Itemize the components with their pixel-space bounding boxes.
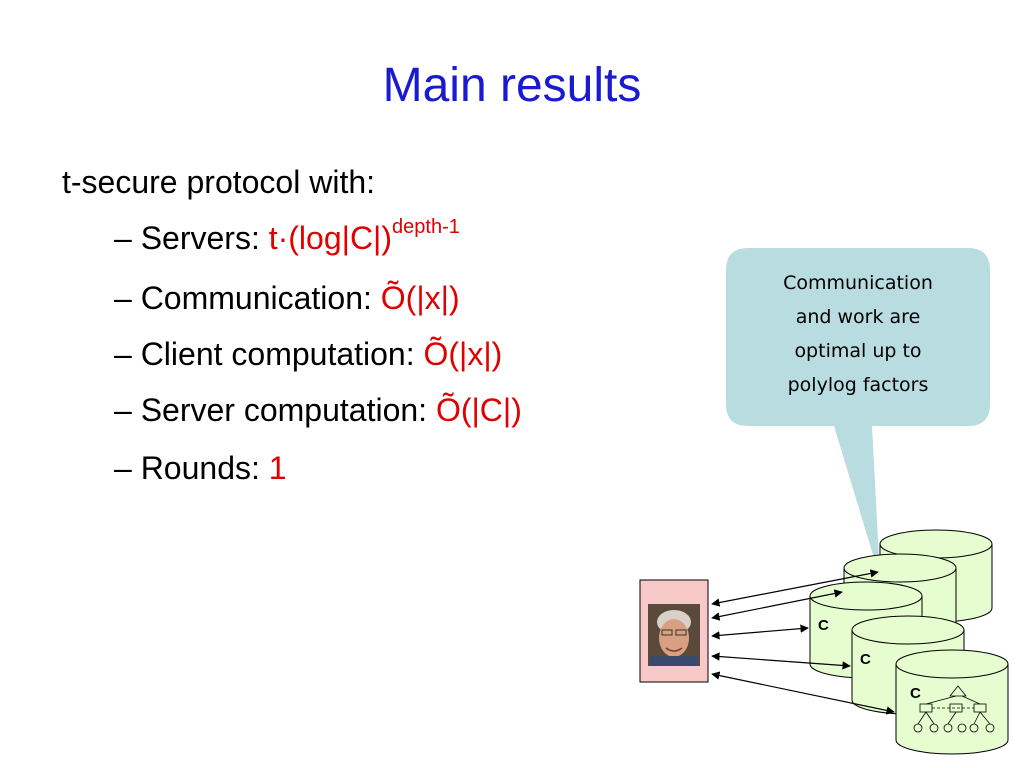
server-label: C xyxy=(818,617,829,634)
bullet-server-computation: – Server computation: Õ(|C|) xyxy=(114,392,522,429)
connection-arrows xyxy=(711,569,895,715)
slide-title: Main results xyxy=(382,59,642,112)
callout-line: optimal up to xyxy=(794,340,922,362)
speech-bubble xyxy=(726,248,990,578)
bullet-rounds: – Rounds: 1 xyxy=(114,450,287,487)
server-label: C xyxy=(860,651,871,668)
callout-line: Communication xyxy=(783,272,933,294)
callout-line: polylog factors xyxy=(787,374,929,396)
bullet-label: – Servers: xyxy=(114,220,269,256)
bullet-label: – Client computation: xyxy=(114,336,424,372)
bullet-value: 1 xyxy=(268,450,287,486)
bullet-label: – Rounds: xyxy=(114,450,269,486)
bullet-label: – Communication: xyxy=(114,280,381,316)
bullet-client-computation: – Client computation: Õ(|x|) xyxy=(114,336,502,373)
bullet-value: Õ(|C|) xyxy=(435,392,522,428)
bullet-label: – Server computation: xyxy=(114,392,436,428)
client-photo-icon xyxy=(648,604,700,666)
protocol-intro: t-secure protocol with: xyxy=(62,164,376,200)
server-cylinder-icon xyxy=(895,649,1009,755)
callout-line: and work are xyxy=(795,306,921,328)
bullet-communication: – Communication: Õ(|x|) xyxy=(114,280,460,317)
bullet-servers: – Servers: t·(log|C|)depth-1 xyxy=(114,217,460,257)
bullet-superscript: depth-1 xyxy=(392,216,460,239)
bullet-value: Õ(|x|) xyxy=(380,280,460,316)
bullet-value: Õ(|x|) xyxy=(423,336,503,372)
bullet-value: t·(log|C|) xyxy=(268,220,393,256)
callout-text: Communication and work are optimal up to… xyxy=(738,266,978,402)
circuit-tree-icon xyxy=(913,685,995,733)
server-label: C xyxy=(910,685,921,702)
